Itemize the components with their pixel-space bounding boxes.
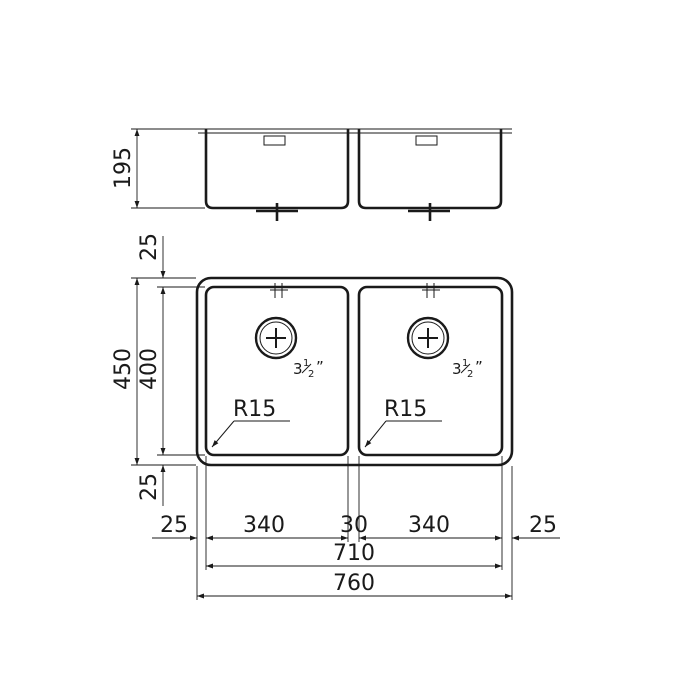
overflow-slot-right bbox=[415, 135, 438, 146]
overflow-slot-left bbox=[263, 135, 286, 146]
dim-400-label: 400 bbox=[137, 348, 162, 390]
svg-text:3: 3 bbox=[293, 360, 303, 378]
dim-25-left-label: 25 bbox=[160, 513, 188, 538]
svg-text:”: ” bbox=[475, 358, 483, 376]
svg-text:”: ” bbox=[316, 358, 324, 376]
dim-340-right-label: 340 bbox=[408, 513, 450, 538]
side-bowl-left bbox=[204, 129, 350, 210]
plan-bowl-right bbox=[357, 285, 504, 457]
svg-text:1: 1 bbox=[303, 358, 309, 369]
tap-mark-right bbox=[422, 283, 440, 298]
dim-25-bottom-label: 25 bbox=[137, 473, 162, 501]
drain-hole-right bbox=[406, 316, 450, 360]
drain-hole-left bbox=[254, 316, 298, 360]
svg-text:1: 1 bbox=[462, 358, 468, 369]
drain-size-right: 3 1 2 ” bbox=[452, 358, 483, 380]
dim-25-top-label: 25 bbox=[137, 233, 162, 261]
svg-text:2: 2 bbox=[467, 369, 473, 380]
plan-outer-flange bbox=[195, 276, 514, 467]
drain-size-left: 3 1 2 ” bbox=[293, 358, 324, 380]
drain-outlet-left bbox=[256, 203, 298, 221]
radius-label-left: R15 bbox=[233, 397, 276, 422]
dim-25-right-label: 25 bbox=[529, 513, 557, 538]
svg-text:2: 2 bbox=[308, 369, 314, 380]
radius-callout-left: R15 bbox=[211, 397, 290, 448]
tap-mark-left bbox=[270, 283, 288, 298]
drain-outlet-right bbox=[408, 203, 450, 221]
plan-view: 3 1 2 ” 3 1 2 ” R15 R15 bbox=[111, 233, 560, 600]
svg-text:3: 3 bbox=[452, 360, 462, 378]
dim-340-left-label: 340 bbox=[243, 513, 285, 538]
radius-label-right: R15 bbox=[384, 397, 427, 422]
dim-30-label: 30 bbox=[340, 513, 368, 538]
dim-760-label: 760 bbox=[333, 571, 375, 596]
dim-195-label: 195 bbox=[111, 147, 136, 189]
side-view: 195 bbox=[111, 128, 512, 221]
radius-callout-right: R15 bbox=[364, 397, 442, 448]
dim-710-label: 710 bbox=[333, 541, 375, 566]
dim-450-label: 450 bbox=[111, 348, 136, 390]
side-bowl-right bbox=[357, 129, 503, 210]
plan-bowl-left bbox=[204, 285, 350, 457]
